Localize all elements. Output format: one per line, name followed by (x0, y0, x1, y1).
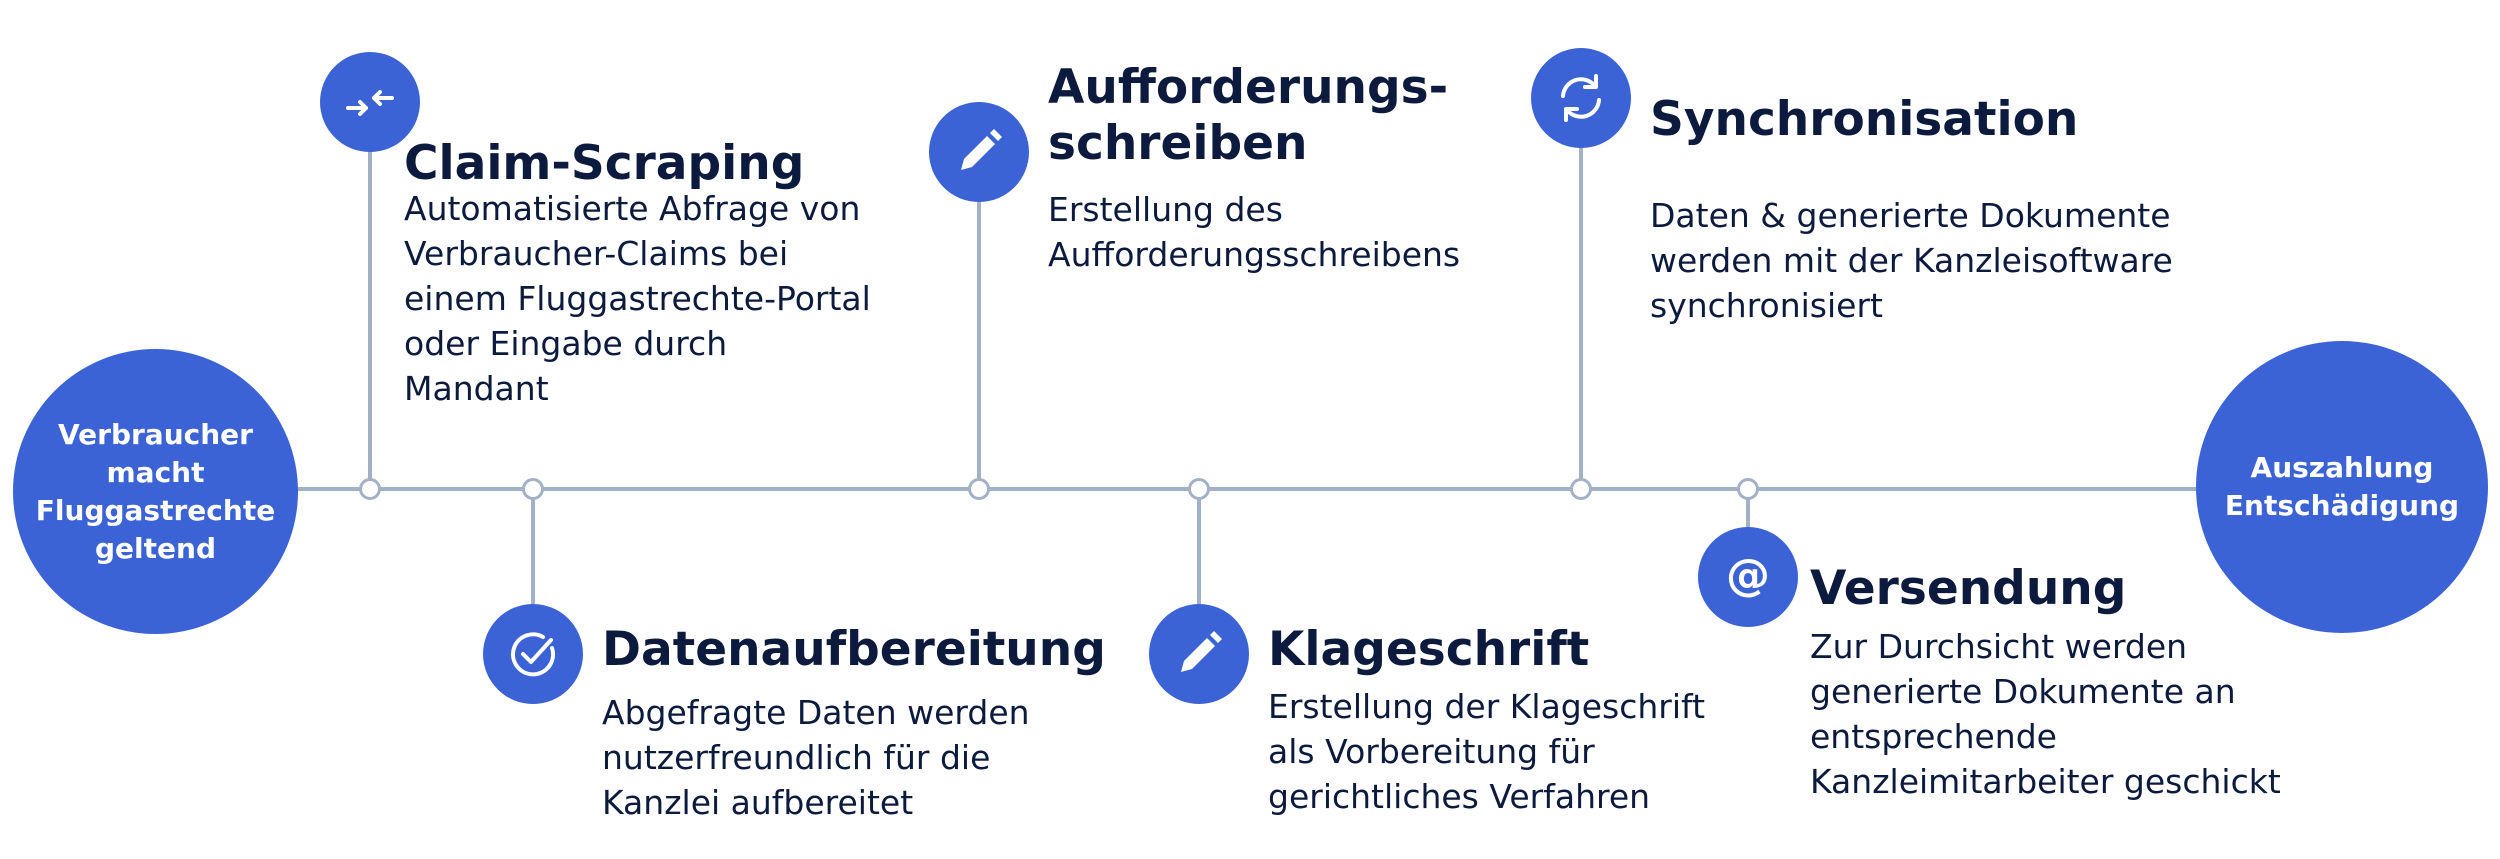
step-desc-klageschrift: Erstellung der Klageschrift als Vorberei… (1268, 684, 1705, 819)
desc-line: Automatisierte Abfrage von (404, 189, 861, 228)
desc-line: Abgefragte Daten werden (602, 693, 1030, 732)
connector-klageschrift (1197, 490, 1201, 618)
desc-line: entsprechende (1810, 717, 2057, 756)
pencil-icon (929, 102, 1029, 202)
desc-line: Mandant (404, 369, 549, 408)
step-title-datenaufbereitung: Datenaufbereitung (602, 622, 1106, 678)
check-circle-icon (483, 604, 583, 704)
step-title-line: Aufforderungs- (1048, 60, 1449, 115)
desc-line: synchronisiert (1650, 286, 1883, 325)
desc-line: Erstellung der Klageschrift (1268, 687, 1706, 726)
timeline-dot-datenaufbereitung (522, 478, 544, 500)
desc-line: oder Eingabe durch (404, 324, 728, 363)
at-sign-icon: @ (1698, 527, 1798, 627)
step-desc-claim-scraping: Automatisierte Abfrage von Verbraucher-C… (404, 186, 871, 411)
start-node-line: geltend (95, 531, 216, 565)
desc-line: einem Fluggastrechte-Portal (404, 279, 871, 318)
desc-line: nutzerfreundlich für die (602, 738, 991, 777)
start-node-line: Fluggastrechte (35, 493, 276, 527)
connector-claim-scraping (368, 100, 372, 488)
timeline-axis (150, 487, 2400, 491)
connector-versendung (1746, 490, 1750, 530)
step-title-line: Synchronisation (1650, 92, 2079, 147)
desc-line: Zur Durchsicht werden (1810, 627, 2188, 666)
step-title-line: Klageschrift (1268, 622, 1590, 677)
step-title-line: Claim-Scraping (404, 136, 805, 191)
timeline-dot-versendung (1737, 478, 1759, 500)
step-title-synchronisation: Synchronisation (1650, 92, 2078, 148)
start-node-line: Verbraucher (58, 417, 253, 451)
timeline-dot-synchronisation (1570, 478, 1592, 500)
pencil-icon (1149, 604, 1249, 704)
end-node-line: Entschädigung (2224, 489, 2460, 522)
desc-line: werden mit der Kanzleisoftware (1650, 241, 2173, 280)
desc-line: als Vorbereitung für (1268, 732, 1595, 771)
step-desc-aufforderungsschreiben: Erstellung des Aufforderungsschreibens (1048, 187, 1460, 277)
step-title-klageschrift: Klageschrift (1268, 622, 1589, 678)
desc-line: Daten & generierte Dokumente (1650, 196, 2171, 235)
step-desc-synchronisation: Daten & generierte Dokumente werden mit … (1650, 193, 2173, 328)
timeline-dot-aufforderungsschreiben (968, 478, 990, 500)
step-title-claim-scraping: Claim-Scraping (404, 136, 804, 192)
desc-line: Kanzlei aufbereitet (602, 783, 914, 822)
step-title-versendung: Versendung (1810, 561, 2126, 617)
step-desc-datenaufbereitung: Abgefragte Daten werden nutzerfreundlich… (602, 690, 1030, 825)
desc-line: Aufforderungsschreibens (1048, 235, 1461, 274)
step-desc-versendung: Zur Durchsicht werden generierte Dokumen… (1810, 624, 2281, 804)
step-title-line: schreiben (1048, 116, 1308, 171)
step-title-line: Datenaufbereitung (602, 622, 1106, 677)
connector-synchronisation (1579, 140, 1583, 488)
timeline-dot-klageschrift (1188, 478, 1210, 500)
desc-line: Kanzleimitarbeiter geschickt (1810, 762, 2281, 801)
sync-icon (1531, 48, 1631, 148)
connector-aufforderungsschreiben (977, 150, 981, 488)
svg-text:@: @ (1726, 550, 1770, 601)
start-node-line: macht (106, 455, 205, 489)
step-title-aufforderungsschreiben: Aufforderungs- schreiben (1048, 60, 1448, 172)
desc-line: gerichtliches Verfahren (1268, 777, 1651, 816)
timeline-dot-claim-scraping (359, 478, 381, 500)
desc-line: Erstellung des (1048, 190, 1283, 229)
desc-line: generierte Dokumente an (1810, 672, 2236, 711)
end-node-line: Auszahlung (2250, 451, 2434, 484)
arrows-inward-icon (320, 52, 420, 152)
start-node: Verbraucher macht Fluggastrechte geltend (13, 349, 298, 634)
desc-line: Verbraucher-Claims bei (404, 234, 789, 273)
end-node: Auszahlung Entschädigung (2196, 341, 2488, 633)
connector-datenaufbereitung (531, 490, 535, 618)
step-title-line: Versendung (1810, 561, 2127, 616)
